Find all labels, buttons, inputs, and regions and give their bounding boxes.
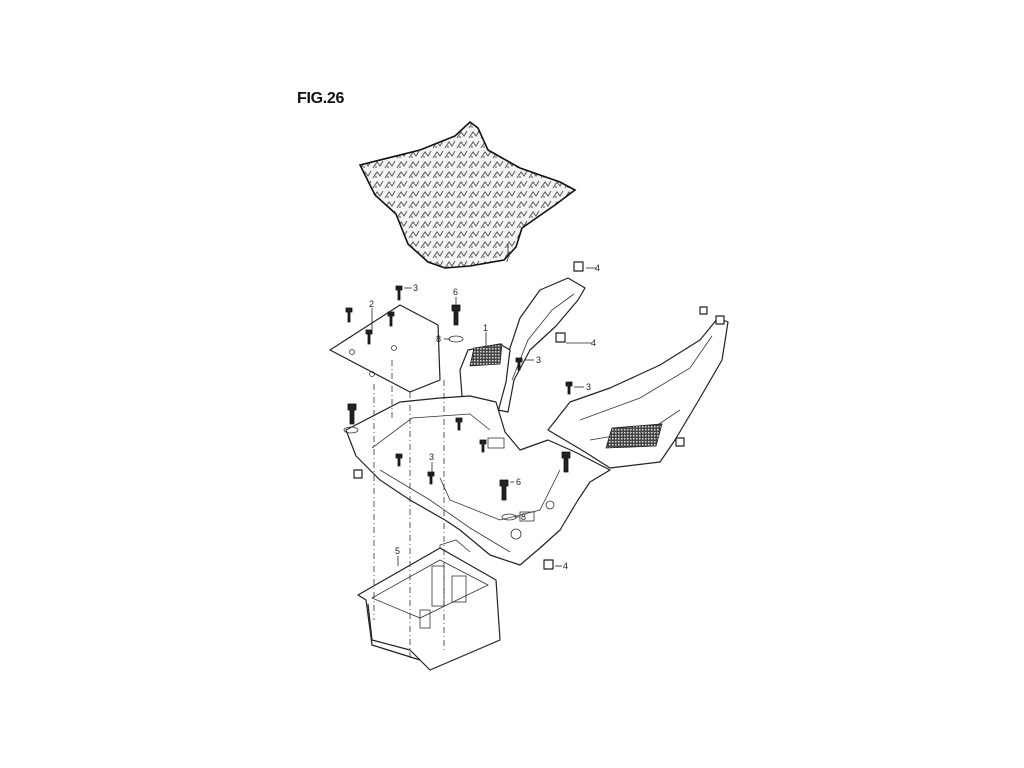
callout-8-floor: 8 bbox=[521, 512, 526, 522]
storage-box bbox=[357, 539, 501, 671]
callout-1: 1 bbox=[483, 323, 488, 333]
callout-3-cowl: 3 bbox=[536, 355, 541, 365]
callout-labels: 1 2 3 3 3 3 4 4 4 5 6 6 7 8 8 bbox=[369, 254, 600, 571]
callout-8-top: 8 bbox=[436, 334, 441, 344]
callout-3-side: 3 bbox=[586, 382, 591, 392]
cover-plate bbox=[329, 304, 441, 393]
front-inner-cowl bbox=[459, 277, 586, 413]
callout-6-floor: 6 bbox=[516, 477, 521, 487]
fasteners bbox=[343, 261, 725, 570]
leader-lines bbox=[371, 244, 596, 567]
callout-5: 5 bbox=[395, 546, 400, 556]
right-side-cover bbox=[547, 317, 729, 469]
assembly-lines bbox=[373, 360, 445, 660]
callout-4-top: 4 bbox=[595, 263, 600, 273]
callout-3-top: 3 bbox=[413, 283, 418, 293]
callout-4-bottom: 4 bbox=[563, 561, 568, 571]
callout-2: 2 bbox=[369, 299, 374, 309]
floor-board bbox=[345, 395, 611, 566]
callout-4-mid: 4 bbox=[591, 338, 596, 348]
figure-title: FIG.26 bbox=[297, 90, 345, 107]
callout-7: 7 bbox=[505, 254, 510, 264]
callout-6-top: 6 bbox=[453, 287, 458, 297]
floor-mat bbox=[358, 120, 577, 269]
callout-3-floor: 3 bbox=[429, 452, 434, 462]
